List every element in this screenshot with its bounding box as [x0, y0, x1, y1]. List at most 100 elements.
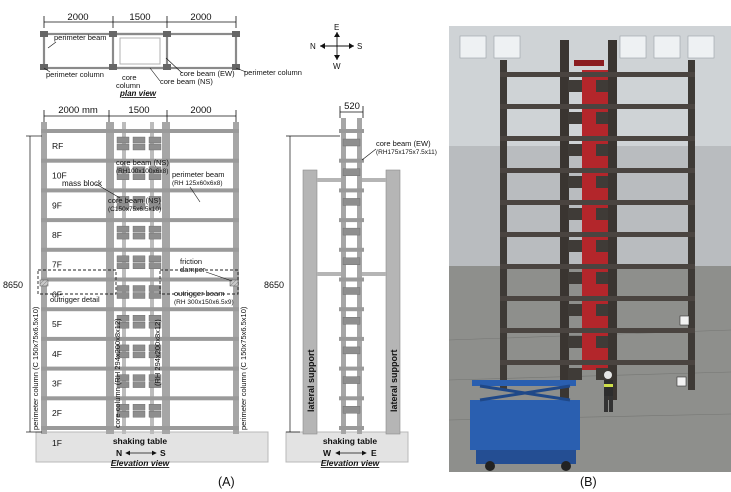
photo-floor-beam: [500, 200, 695, 205]
mass-block: [116, 285, 130, 292]
label-outrigger-detail: outrigger detail: [50, 295, 100, 304]
mass-block: [116, 262, 130, 269]
mass-block: [148, 143, 162, 151]
mass-block: [116, 374, 130, 381]
label-core-column: core column (RH 294x200x8x12): [113, 318, 122, 428]
mass-block: [148, 262, 162, 269]
mass-block: [116, 411, 130, 418]
plan-label-core-beam-ew: core beam (EW): [180, 69, 235, 78]
label-core-beam-ns-mid: core beam (NS): [108, 196, 161, 205]
photo-mass-block: [596, 112, 608, 124]
ew-floor-beam: [339, 247, 364, 252]
ew-floor-beam: [339, 129, 364, 133]
label-shaking-table-ew: shaking table: [323, 436, 378, 446]
floor-label-6f: 6F: [52, 289, 62, 299]
mass-block: [132, 173, 146, 180]
photo-floor-beam: [500, 328, 695, 333]
ew-mass-block: [342, 198, 361, 206]
elev-height-ew: 8650: [264, 280, 284, 290]
ew-mass-block: [342, 168, 361, 176]
floor-label-10f: 10F: [52, 171, 67, 181]
mass-block: [116, 381, 130, 388]
photo-mass-block: [596, 240, 608, 252]
ew-mass-block: [342, 406, 361, 414]
mass-block: [132, 196, 146, 203]
ew-floor-beam: [339, 218, 364, 223]
ew-column-left: [341, 118, 346, 434]
label-friction-damper-1: friction: [180, 257, 202, 266]
mass-block: [116, 166, 130, 173]
mass-block: [148, 225, 162, 233]
compass-s: S: [357, 42, 362, 51]
mass-block: [116, 292, 130, 299]
plan-label-perimeter-column-left: perimeter column: [46, 70, 104, 79]
ew-mass-block: [342, 317, 361, 325]
test-specimen-photo: [448, 26, 731, 472]
mass-block: [148, 292, 162, 299]
plan-perimeter-column-se: [232, 64, 240, 70]
photo-floor-beam: [500, 264, 695, 269]
elevation-title-ew: Elevation view: [321, 458, 381, 468]
floor-beam-rf: [41, 129, 239, 133]
outrigger-detail-box: [37, 269, 117, 295]
caption-b: (B): [580, 475, 597, 489]
label-mass-block: mass block: [62, 179, 103, 188]
plan-perimeter-column-nw: [40, 31, 48, 37]
mass-block: [132, 136, 146, 144]
ew-mass-block: [342, 257, 361, 265]
shaking-table-ew: [285, 431, 409, 463]
floor-label-9f: 9F: [52, 200, 62, 210]
ew-floor-beam: [339, 396, 364, 401]
floor-label-7f: 7F: [52, 260, 62, 270]
floor-label-8f: 8F: [52, 230, 62, 240]
mass-block: [116, 203, 130, 210]
compass-n: N: [310, 42, 316, 51]
mass-block: [116, 322, 130, 329]
mass-block: [116, 232, 130, 240]
photo-mass-block: [596, 208, 608, 220]
mass-block: [116, 351, 130, 359]
label-outrigger-beam-spec: (RH 300x150x6.5x9): [174, 299, 234, 306]
mass-block: [148, 173, 162, 180]
label-core-beam-ns-top-spec: (RH100x100x6x8): [116, 168, 168, 175]
label-core-column-2: (RH 294x200x8x12): [153, 319, 162, 386]
photo-floor-beam: [500, 168, 695, 173]
mass-block: [132, 166, 146, 173]
plan-perimeter-column-ne: [232, 31, 240, 37]
photo-floor-beam: [500, 136, 695, 141]
mass-block: [132, 344, 146, 352]
mass-block: [132, 285, 146, 292]
ew-mass-block: [342, 376, 361, 384]
compass-rose: N S E W: [310, 23, 362, 71]
plan-dim-1: 2000: [67, 12, 88, 23]
elev-dim-1: 2000 mm: [58, 105, 98, 116]
plan-label-perimeter-column-right: perimeter column: [244, 68, 302, 77]
mass-block: [148, 374, 162, 381]
elev-dim-3: 2000: [190, 105, 211, 116]
photo-mass-block: [568, 80, 582, 92]
label-outrigger-beam: outrigger beam: [174, 289, 224, 298]
photo-floor-beam: [500, 296, 695, 301]
floor-label-5f: 5F: [52, 319, 62, 329]
label-perimeter-column-left: perimeter column (C 150x75x6.5x10): [31, 306, 40, 430]
mass-block: [148, 404, 162, 411]
mass-block: [148, 255, 162, 263]
photo-mass-block: [568, 176, 582, 188]
mass-block: [148, 381, 162, 388]
label-perimeter-beam: perimeter beam: [172, 170, 225, 179]
mass-block: [116, 315, 130, 322]
floor-beam-5f: [41, 307, 239, 312]
photo-mass-block: [568, 336, 582, 348]
photo-mass-block: [568, 240, 582, 252]
floor-beam-8f: [41, 218, 239, 223]
label-perimeter-column-right: perimeter column (C 150x75x6.5x10): [239, 306, 248, 430]
ew-mass-block: [342, 227, 361, 236]
label-lateral-support-right: lateral support: [389, 349, 399, 412]
floor-beam-9f: [41, 188, 239, 193]
ew-floor-beam: [339, 426, 364, 430]
mass-block: [116, 136, 130, 144]
floor-beam-7f: [41, 247, 239, 252]
